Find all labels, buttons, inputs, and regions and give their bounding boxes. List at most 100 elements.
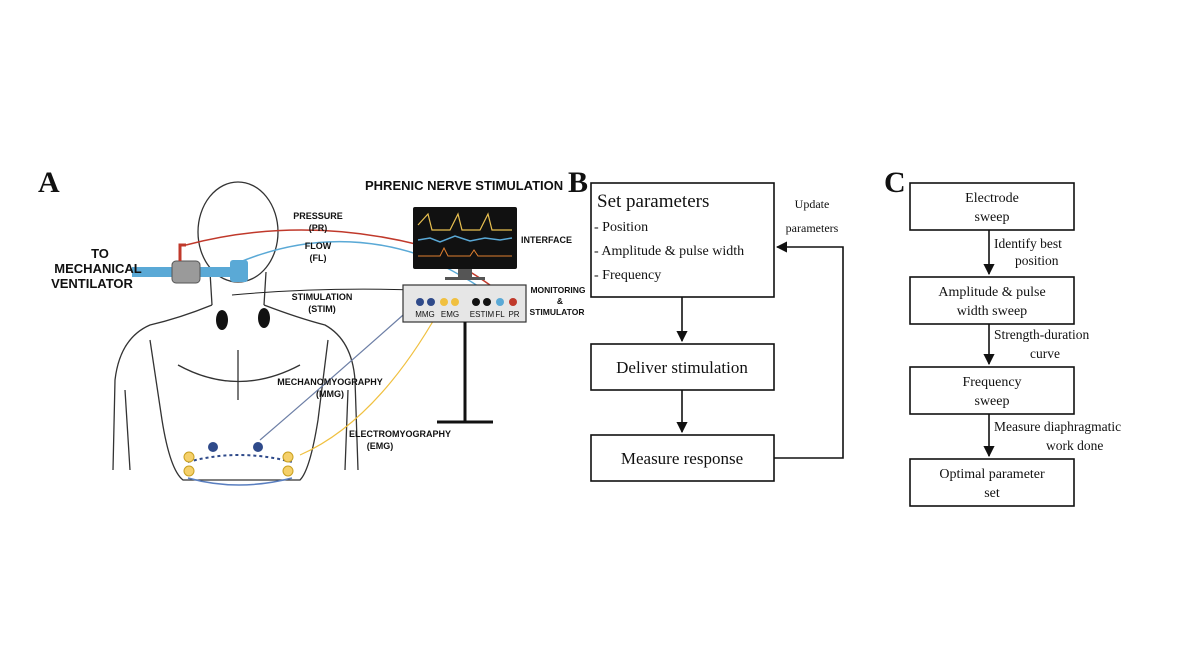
emg-electrode-2 [183, 465, 195, 477]
svg-text:FLOW: FLOW [305, 241, 332, 251]
emg-cable [299, 299, 446, 456]
flow-cable [239, 240, 499, 301]
svg-text:work done: work done [1046, 438, 1103, 453]
torso-outline [149, 339, 329, 481]
monitor-stand [458, 269, 472, 277]
svg-text:set: set [984, 486, 1000, 501]
emg-electrode-3 [282, 451, 294, 463]
svg-text:(FL): (FL) [310, 253, 327, 263]
arm-lines [124, 389, 349, 471]
measure-response-box: Measure response [590, 434, 775, 482]
panel-c: C Electrode sweep Amplitude & pulse widt… [884, 166, 1121, 507]
svg-text:STIMULATION: STIMULATION [292, 292, 353, 302]
measure-response-rect [590, 434, 775, 482]
transition-label-1: Identify best position [994, 236, 1062, 268]
panel-b-letter: B [568, 166, 588, 199]
flow-sensor [171, 260, 201, 284]
svg-text:Optimal parameter: Optimal parameter [939, 467, 1045, 482]
neck-outline [209, 271, 267, 306]
flow-label: FLOW (FL) [305, 241, 332, 263]
panel-a: A PHRENIC NERVE STIMULATION TO MECHANICA… [38, 166, 586, 486]
deliver-stimulation-box: Deliver stimulation [590, 343, 775, 391]
svg-text:(MMG): (MMG) [316, 389, 344, 399]
ventilator-tube-left [132, 267, 182, 277]
port-estim-2 [483, 298, 491, 306]
right-neck-electrode [258, 308, 270, 328]
svg-text:Identify best: Identify best [994, 236, 1062, 251]
svg-text:(EMG): (EMG) [367, 441, 394, 451]
optimal-parameter-box: Optimal parameter set [909, 458, 1075, 507]
pressure-label: PRESSURE (PR) [293, 211, 343, 233]
monitoring-label: MONITORING & STIMULATOR [530, 285, 586, 317]
monitor-base [445, 277, 485, 280]
svg-text:STIMULATOR: STIMULATOR [530, 307, 585, 317]
ventilator-tube-right [198, 267, 232, 277]
emg-electrode-4 [282, 465, 294, 477]
port-fl [496, 298, 504, 306]
shoulders-outline [112, 304, 359, 471]
svg-text:curve: curve [1030, 346, 1060, 361]
set-parameters-item: - Frequency [594, 268, 661, 283]
svg-text:&: & [557, 296, 563, 306]
svg-text:PRESSURE: PRESSURE [293, 211, 343, 221]
stimulator-box: MMG EMG ESTIM FL PR [402, 284, 527, 323]
svg-text:(PR): (PR) [309, 223, 328, 233]
svg-text:parameters: parameters [786, 221, 839, 235]
svg-text:Measure diaphragmatic: Measure diaphragmatic [994, 419, 1121, 434]
deliver-stimulation-rect [590, 343, 775, 391]
svg-text:MONITORING: MONITORING [530, 285, 585, 295]
panel-b: B Set parameters - Position - Amplitude … [568, 166, 844, 482]
monitor-screen [413, 207, 517, 269]
pressure-port [178, 243, 186, 261]
measure-response-label: Measure response [621, 449, 743, 468]
port-label-mmg: MMG [415, 310, 435, 319]
svg-text:MECHANOMYOGRAPHY: MECHANOMYOGRAPHY [277, 377, 383, 387]
svg-text:Frequency: Frequency [962, 375, 1021, 390]
panel-a-letter: A [38, 166, 60, 199]
set-parameters-title: Set parameters [597, 191, 709, 212]
diaphragm-dotted-line [187, 454, 293, 463]
svg-text:width sweep: width sweep [957, 304, 1027, 319]
svg-text:Update: Update [795, 197, 830, 211]
monitor-trace-flow [417, 235, 513, 243]
transition-label-2: Strength-duration curve [994, 327, 1089, 361]
update-parameters-label: Update parameters [786, 197, 839, 235]
mmg-electrode-right [253, 442, 263, 452]
svg-text:VENTILATOR: VENTILATOR [51, 276, 133, 291]
svg-text:ELECTROMYOGRAPHY: ELECTROMYOGRAPHY [349, 429, 451, 439]
svg-text:MECHANICAL: MECHANICAL [54, 261, 141, 276]
port-emg-2 [451, 298, 459, 306]
monitor-trace-pressure [417, 212, 512, 231]
set-parameters-item: - Position [594, 220, 648, 235]
monitor-trace-emg [418, 246, 512, 257]
mmg-electrode-left [208, 442, 218, 452]
panel-a-title: PHRENIC NERVE STIMULATION [365, 178, 563, 193]
interface-label: INTERFACE [521, 235, 572, 245]
port-label-pr: PR [508, 310, 519, 319]
port-mmg-2 [427, 298, 435, 306]
frequency-sweep-box: Frequency sweep [909, 366, 1075, 415]
port-estim-1 [472, 298, 480, 306]
amplitude-sweep-box: Amplitude & pulse width sweep [909, 276, 1075, 325]
mmg-label: MECHANOMYOGRAPHY (MMG) [277, 377, 383, 399]
mask-connector [230, 260, 248, 282]
panel-c-letter: C [884, 166, 906, 199]
svg-text:(STIM): (STIM) [308, 304, 336, 314]
interface-monitor [413, 207, 517, 280]
svg-text:position: position [1015, 253, 1059, 268]
svg-text:sweep: sweep [975, 210, 1010, 225]
set-parameters-box: Set parameters - Position - Amplitude & … [590, 182, 775, 298]
rib-line [187, 477, 293, 486]
port-label-fl: FL [495, 310, 505, 319]
port-label-estim: ESTIM [470, 310, 495, 319]
electrode-sweep-box: Electrode sweep [909, 182, 1075, 231]
left-neck-electrode [216, 310, 228, 330]
port-label-emg: EMG [441, 310, 459, 319]
svg-text:TO: TO [91, 246, 109, 261]
svg-text:sweep: sweep [975, 394, 1010, 409]
emg-label: ELECTROMYOGRAPHY (EMG) [349, 429, 451, 451]
transition-label-3: Measure diaphragmatic work done [994, 419, 1121, 453]
svg-text:Amplitude & pulse: Amplitude & pulse [938, 285, 1045, 300]
mmg-cable [259, 299, 421, 441]
